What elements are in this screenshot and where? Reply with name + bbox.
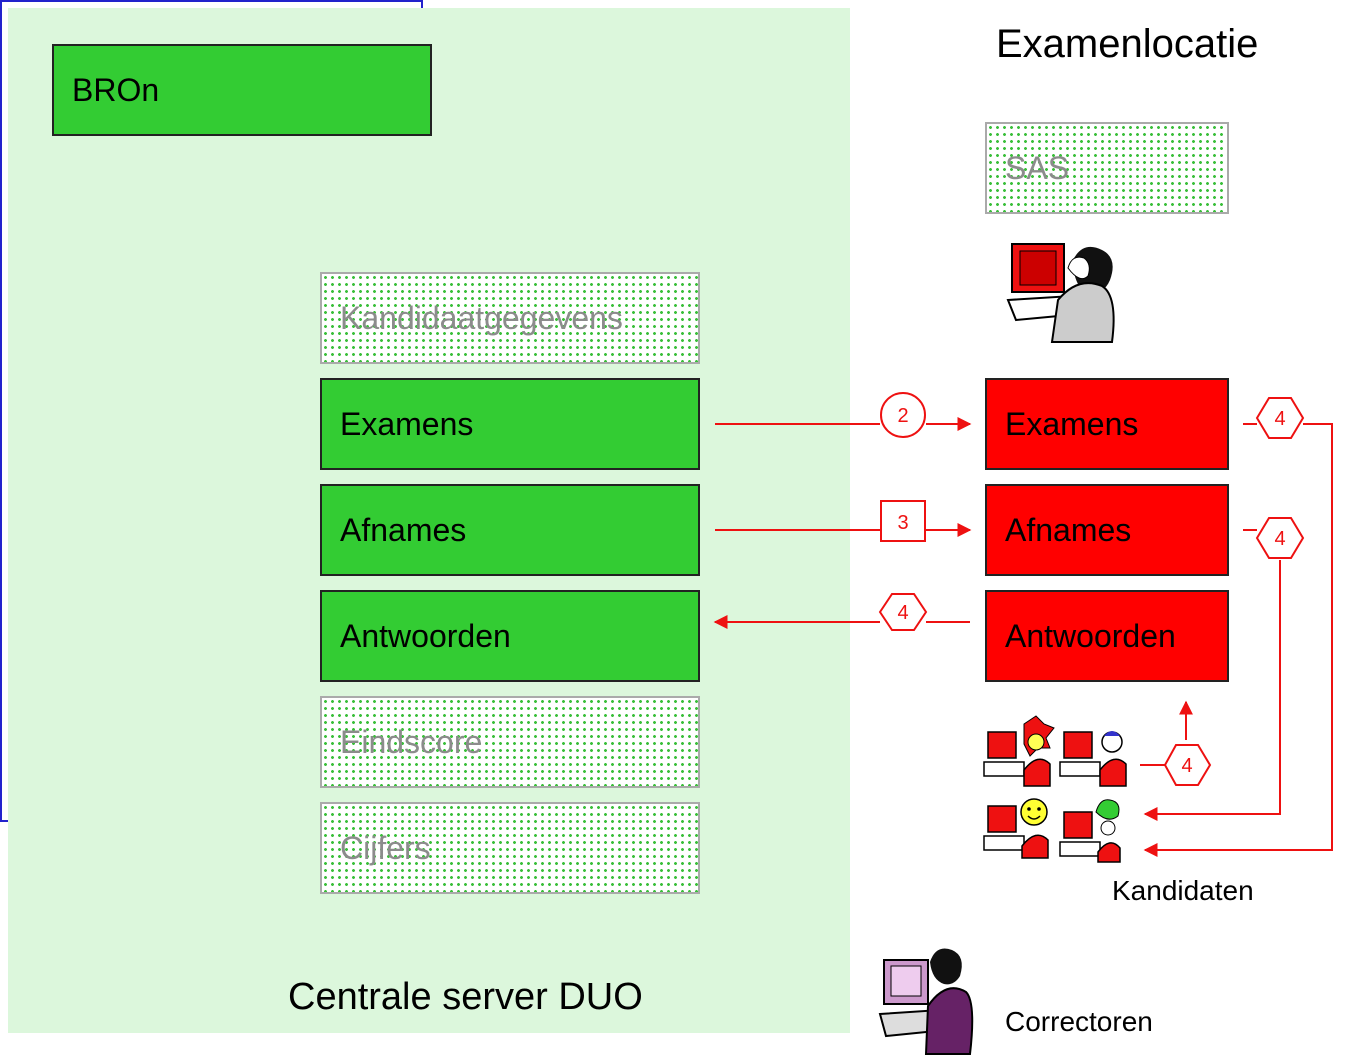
central-server-label: Centrale server DUO	[288, 976, 643, 1018]
candidate-4-icon	[1059, 799, 1121, 863]
svg-text:4: 4	[897, 602, 908, 624]
central-examens-box: Examens	[320, 378, 700, 470]
corrector-computer-icon	[878, 948, 974, 1055]
location-afnames-label: Afnames	[1005, 511, 1132, 548]
badge-circle-2: 2	[880, 392, 926, 438]
badge-hex-antwoorden: 4	[878, 593, 928, 631]
arrow-candidates-to-antwoorden	[1140, 700, 1193, 766]
central-antwoorden-label: Antwoorden	[340, 617, 511, 654]
badge-hex-candidates: 4	[1163, 744, 1212, 786]
eindscore-box: Eindscore	[320, 696, 700, 788]
candidate-3-icon	[983, 798, 1049, 859]
badge-hex-afnames: 4	[1255, 517, 1305, 559]
kandidaatgegevens-label: Kandidaatgegevens	[340, 299, 623, 336]
candidate-2-icon	[1059, 731, 1127, 787]
central-examens-label: Examens	[340, 405, 474, 442]
cijfers-box: Cijfers	[320, 802, 700, 894]
location-antwoorden-label: Antwoorden	[1005, 617, 1176, 654]
svg-text:4: 4	[1274, 408, 1285, 430]
kandidaatgegevens-box: Kandidaatgegevens	[320, 272, 700, 364]
svg-text:3: 3	[897, 512, 908, 534]
examenlocatie-title: Examenlocatie	[996, 22, 1259, 66]
candidate-1-icon	[983, 715, 1055, 787]
bron-label: BROn	[72, 71, 160, 108]
svg-text:2: 2	[897, 405, 908, 427]
badge-square-3: 3	[880, 500, 926, 542]
correctoren-label: Correctoren	[1005, 1006, 1153, 1037]
location-examens-label: Examens	[1005, 405, 1139, 442]
central-afnames-box: Afnames	[320, 484, 700, 576]
bron-box: BROn	[52, 44, 432, 136]
svg-text:4: 4	[1274, 528, 1285, 550]
location-afnames-box: Afnames	[985, 484, 1229, 576]
eindscore-label: Eindscore	[340, 723, 483, 760]
sas-label: SAS	[1005, 149, 1070, 186]
badge-hex-examens: 4	[1255, 397, 1305, 439]
administrator-computer-icon	[1006, 243, 1115, 343]
location-examens-box: Examens	[985, 378, 1229, 470]
location-antwoorden-box: Antwoorden	[985, 590, 1229, 682]
cijfers-label: Cijfers	[340, 829, 431, 866]
arrow-examens-to-candidates	[1143, 423, 1333, 857]
sas-box: SAS	[985, 122, 1229, 214]
svg-text:4: 4	[1181, 755, 1192, 777]
central-antwoorden-box: Antwoorden	[320, 590, 700, 682]
arrow-afnames-to-candidates	[1143, 529, 1281, 821]
kandidaten-label: Kandidaten	[1112, 875, 1254, 906]
central-afnames-label: Afnames	[340, 511, 467, 548]
